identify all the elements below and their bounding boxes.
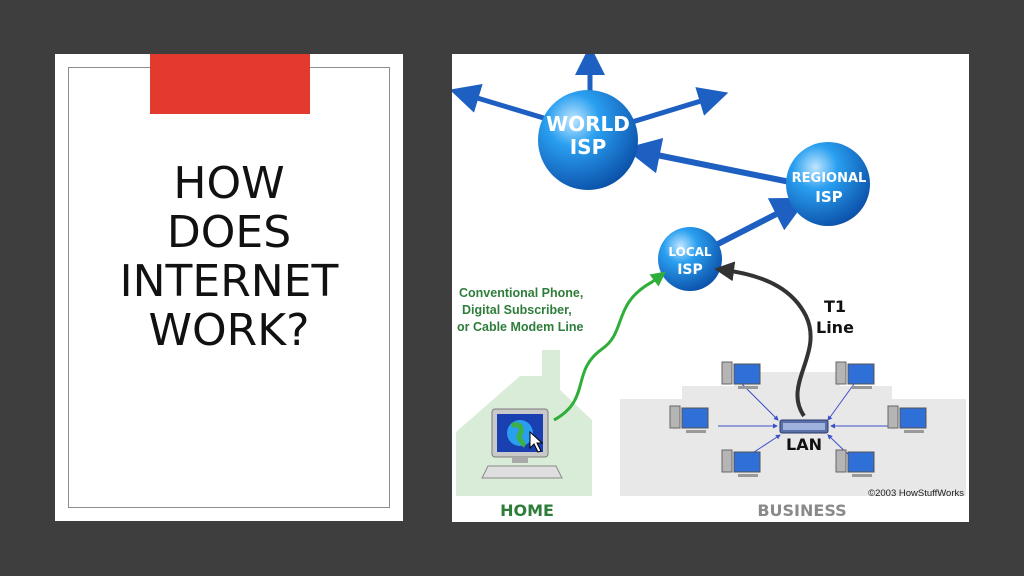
workstation-5 (721, 449, 761, 477)
title-card: HOW DOES INTERNET WORK? (55, 54, 403, 521)
local-isp-label-line1: LOCAL (668, 245, 712, 259)
lan-connections (718, 383, 888, 461)
world-left-link (452, 83, 548, 122)
phone-line-label-3: or Cable Modem Line (457, 320, 583, 334)
t1-label-2: Line (816, 318, 854, 337)
home-computer (481, 408, 563, 479)
lan-hub (779, 419, 829, 434)
phone-line-label-1: Conventional Phone, (459, 286, 583, 300)
world-isp-label-line1: WORLD (546, 112, 630, 136)
workstation-4 (887, 405, 927, 433)
business-label: BUSINESS (757, 501, 846, 520)
t1-label-1: T1 (824, 297, 846, 316)
regional-isp-label-line1: REGIONAL (792, 171, 867, 186)
regional-isp-node (786, 142, 870, 226)
phone-line (553, 271, 666, 422)
world-isp-node (538, 90, 638, 190)
copyright-label: ©2003 HowStuffWorks (868, 488, 964, 499)
internet-diagram: WORLD ISP REGIONAL ISP LOCAL ISP Convent… (452, 54, 969, 522)
regional-to-world-link (624, 137, 791, 185)
world-isp-label-line2: ISP (570, 135, 607, 159)
lan-label: LAN (786, 435, 822, 454)
home-label: HOME (500, 501, 554, 520)
title-line-1: HOW (173, 158, 285, 209)
workstation-1 (721, 361, 761, 389)
business-building (620, 372, 966, 496)
workstation-6 (835, 449, 875, 477)
workstation-2 (835, 361, 875, 389)
local-isp-label-line2: ISP (677, 262, 703, 278)
diagram-canvas: WORLD ISP REGIONAL ISP LOCAL ISP Convent… (452, 54, 966, 520)
title-line-2: DOES (166, 207, 292, 258)
workstation-3 (669, 405, 709, 433)
world-right-link (631, 87, 729, 125)
regional-isp-label-line2: ISP (815, 188, 842, 206)
local-isp-node (658, 227, 722, 291)
phone-line-label-2: Digital Subscriber, (462, 303, 572, 317)
slide-title: HOW DOES INTERNET WORK? (55, 159, 403, 355)
t1-line (714, 261, 813, 418)
title-line-3: INTERNET (119, 256, 339, 307)
local-to-regional-link (712, 197, 809, 249)
red-accent-tab (150, 54, 310, 114)
title-line-4: WORK? (148, 305, 310, 356)
